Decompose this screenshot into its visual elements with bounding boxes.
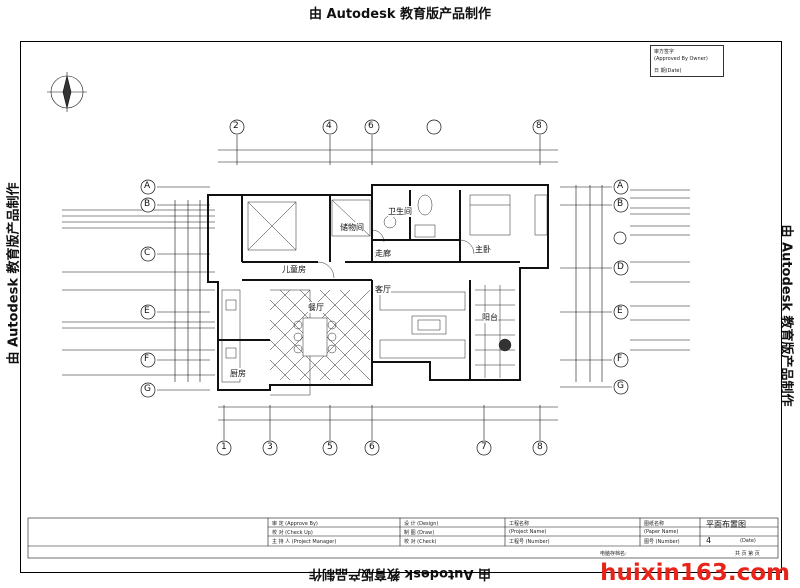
tb-project-no-label: 工程号 (Number) — [509, 539, 550, 545]
room-label-storage: 储物间 — [340, 222, 364, 233]
axis-label: E — [617, 306, 623, 316]
tb-check-label: 校 对 (Check Up) — [272, 530, 313, 536]
approval-line-2: (Approved By Owner) — [654, 56, 708, 62]
tb-design-label: 设 计 (Design) — [404, 521, 439, 527]
room-label-balcony: 阳台 — [482, 312, 498, 323]
north-arrow-icon — [47, 72, 87, 112]
axis-label: F — [617, 354, 623, 364]
tb-date-label: (Date) — [740, 538, 756, 544]
tb-review-label: 审 定 (Approve By) — [272, 521, 318, 527]
tb-footer-left: 电脑存档名: — [600, 551, 627, 557]
room-label-bathroom: 卫生间 — [388, 206, 412, 217]
axis-label: B — [617, 199, 624, 209]
axis-label: 6 — [368, 121, 374, 131]
room-label-child: 儿童房 — [282, 264, 306, 275]
tb-footer-right: 共 页 第 页 — [735, 551, 760, 557]
axis-label: 3 — [267, 442, 273, 452]
drawing-frame — [20, 41, 782, 573]
tb-draw-label: 制 图 (Draw) — [404, 530, 435, 536]
tb-project-name-label: 工程名称 — [509, 521, 530, 527]
tb-drawing-name-label: 图纸名称 — [644, 521, 665, 527]
axis-label: A — [144, 181, 151, 191]
axis-label: 1 — [221, 442, 227, 452]
tb-drawing-name-en: (Paper Name) — [644, 529, 679, 535]
axis-label: 6 — [369, 442, 375, 452]
site-watermark: huixin163.com — [600, 560, 790, 586]
approval-box: 审方签字 (Approved By Owner) 日 期(Date) — [650, 45, 724, 77]
room-label-dining: 餐厅 — [308, 302, 324, 313]
room-label-hallway: 走廊 — [375, 248, 391, 259]
axis-label: 4 — [326, 121, 332, 131]
axis-label: 2 — [233, 121, 239, 131]
tb-project-name-en: (Project Name) — [509, 529, 547, 535]
room-label-kitchen: 厨房 — [230, 368, 246, 379]
autodesk-stamp-top: 由 Autodesk 教育版产品制作 — [308, 7, 492, 22]
axis-label: A — [617, 181, 624, 191]
tb-drawing-name: 平面布置图 — [706, 520, 746, 529]
approval-line-1: 审方签字 — [654, 49, 675, 55]
tb-sheet-no: 4 — [706, 536, 712, 545]
axis-label: B — [144, 199, 151, 209]
axis-label: G — [617, 381, 624, 391]
axis-label: 8 — [537, 442, 543, 452]
room-label-master: 主卧 — [475, 244, 491, 255]
axis-label: D — [617, 262, 624, 272]
tb-sheet-no-label: 图号 (Number) — [644, 539, 680, 545]
axis-label: 5 — [327, 442, 333, 452]
approval-line-3: 日 期(Date) — [654, 68, 682, 74]
axis-label: 8 — [536, 121, 542, 131]
axis-label: F — [144, 354, 150, 364]
tb-manager-label: 主 持 人 (Project Manager) — [272, 539, 337, 545]
axis-label: G — [144, 384, 151, 394]
axis-label: C — [144, 248, 151, 258]
tb-proofread-label: 校 对 (Check) — [404, 539, 437, 545]
axis-label: 7 — [481, 442, 487, 452]
axis-label: E — [144, 306, 150, 316]
room-label-living: 客厅 — [375, 284, 391, 295]
